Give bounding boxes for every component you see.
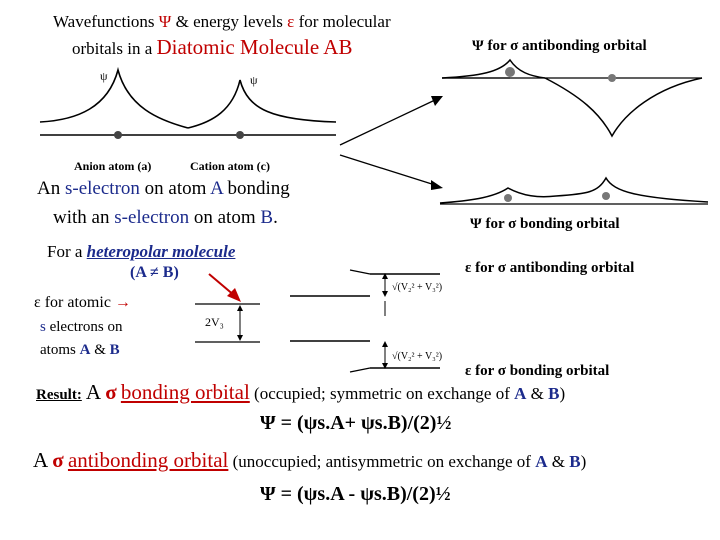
label-bonding-eps: ε for σ bonding orbital bbox=[465, 363, 610, 379]
atomic-eps-line-1: ε for atomic → bbox=[34, 294, 131, 312]
r1c: (occupied; symmetric on exchange of bbox=[249, 384, 515, 403]
at3a: atoms bbox=[40, 342, 80, 358]
atomic-eps-line-2: s electrons on bbox=[40, 319, 122, 336]
result-label: Result: bbox=[36, 387, 82, 403]
r2-sigma: σ bbox=[52, 448, 64, 472]
header-text-4: orbitals in a bbox=[72, 39, 157, 58]
r2d: A bbox=[535, 452, 548, 471]
r1f: B bbox=[548, 384, 560, 403]
atomic-wavefunction-figure: ψ ψ Anion atom (a) Cation atom (c) bbox=[39, 66, 337, 173]
eq1-text: Ψ = (ψs.A+ ψs.B)/(2)½ bbox=[260, 412, 452, 434]
at3d: B bbox=[109, 342, 120, 358]
connector-arrows bbox=[339, 96, 443, 190]
label-antibonding-psi: Ψ for σ antibonding orbital bbox=[472, 38, 647, 54]
s1a: An bbox=[37, 178, 65, 199]
r1g: ) bbox=[559, 384, 566, 403]
atomic-arrow-icon: → bbox=[114, 294, 131, 311]
header-line-2: orbitals in a Diatomic Molecule AB bbox=[72, 35, 352, 60]
psi-c-label: ψ bbox=[250, 73, 258, 87]
cation-atom-label: Cation atom (c) bbox=[190, 159, 270, 173]
label-bonding-psi: Ψ for σ bonding orbital bbox=[470, 216, 620, 232]
at1: ε for atomic bbox=[34, 294, 111, 311]
r2c: (unoccupied; antisymmetric on exchange o… bbox=[228, 452, 536, 471]
header-line-1: Wavefunctions Ψ & energy levels ε for mo… bbox=[53, 12, 391, 32]
label-sqrt-bottom: √(V₂² + V₃²) bbox=[392, 351, 442, 362]
r2f: B bbox=[569, 452, 581, 471]
s2e: . bbox=[273, 207, 278, 228]
header-text-2: & energy levels bbox=[171, 12, 288, 31]
s2c: on atom bbox=[189, 207, 261, 228]
equation-antibonding: Ψ = (ψs.A - ψs.B)/(2)½ bbox=[260, 483, 451, 506]
r1e: & bbox=[526, 384, 549, 403]
at3b: A bbox=[79, 342, 91, 358]
s2d: B bbox=[260, 207, 274, 228]
psi-a-label: ψ bbox=[100, 69, 108, 83]
atomic-eps-line-3: atoms A & B bbox=[40, 342, 120, 359]
s-electron-line-1: An s-electron on atom A bonding bbox=[37, 178, 290, 200]
s1c: on atom bbox=[139, 178, 211, 199]
at2b: electrons on bbox=[45, 319, 123, 335]
r2-antibonding: antibonding orbital bbox=[67, 448, 229, 472]
s1b: s-electron bbox=[64, 178, 140, 199]
s2a: with an bbox=[53, 207, 115, 228]
eq2-text: Ψ = (ψs.A - ψs.B)/(2)½ bbox=[260, 483, 451, 505]
r2g: ) bbox=[580, 452, 587, 471]
header-text-1: Wavefunctions bbox=[53, 12, 159, 31]
h1a: For a bbox=[47, 242, 87, 261]
anion-atom-label: Anion atom (a) bbox=[74, 159, 151, 173]
result-line-2: A σ antibonding orbital (unoccupied; ant… bbox=[33, 448, 586, 473]
s1d: A bbox=[210, 178, 223, 199]
heteropolar-line-1: For a heteropolar molecule bbox=[47, 242, 235, 262]
red-arrow bbox=[208, 273, 241, 302]
bonding-wavefunction-figure bbox=[439, 176, 709, 205]
at3c: & bbox=[90, 342, 110, 358]
r1d: A bbox=[514, 384, 527, 403]
header-eps: ε bbox=[287, 12, 295, 31]
label-antibonding-eps: ε for σ antibonding orbital bbox=[465, 260, 635, 276]
header-title: Diatomic Molecule AB bbox=[156, 35, 353, 59]
r1-bonding: bonding orbital bbox=[120, 380, 250, 404]
energy-level-diagram: 2V₃ √(V₂² + V₃²) √(V₂² + V₃²) bbox=[195, 269, 442, 373]
header-psi: Ψ bbox=[158, 12, 172, 31]
at2a: s bbox=[40, 319, 46, 335]
heteropolar-text: heteropolar molecule bbox=[86, 242, 236, 261]
s-electron-line-2: with an s-electron on atom B. bbox=[53, 207, 278, 229]
s1e: bonding bbox=[222, 178, 290, 199]
result-line-1: Result: A σ bonding orbital (occupied; s… bbox=[36, 380, 565, 405]
antibonding-wavefunction-figure bbox=[441, 58, 703, 138]
r1-sigma: σ bbox=[105, 380, 117, 404]
header-text-3: for molecular bbox=[294, 12, 391, 31]
s2b: s-electron bbox=[114, 207, 190, 228]
equation-bonding: Ψ = (ψs.A+ ψs.B)/(2)½ bbox=[260, 412, 451, 435]
r2a: A bbox=[33, 448, 53, 472]
label-sqrt-top: √(V₂² + V₃²) bbox=[392, 282, 442, 293]
r1a: A bbox=[81, 380, 106, 404]
heteropolar-line-2: (A ≠ B) bbox=[130, 264, 179, 281]
r2e: & bbox=[547, 452, 570, 471]
label-2v3: 2V₃ bbox=[205, 315, 224, 329]
